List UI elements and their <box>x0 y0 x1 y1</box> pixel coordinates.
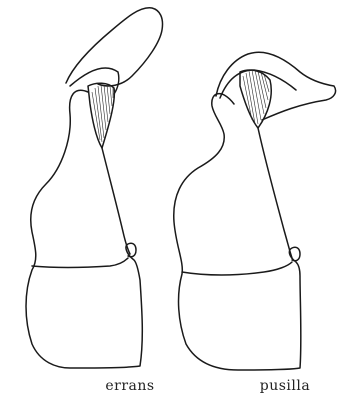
errans-upper-flap <box>66 8 163 86</box>
pusilla-right-edge <box>258 128 292 258</box>
specimen-pusilla <box>174 52 336 370</box>
errans-hatching <box>92 85 113 142</box>
errans-transverse-line <box>32 258 128 268</box>
pusilla-upper-flap <box>216 52 336 120</box>
pusilla-transverse-line <box>182 262 292 275</box>
errans-main-body <box>26 90 142 368</box>
label-pusilla: pusilla <box>245 378 325 394</box>
pusilla-main-body <box>174 94 301 370</box>
label-errans: errans <box>90 378 170 394</box>
errans-right-edge <box>102 148 130 254</box>
pusilla-hatched-sclerite <box>240 70 271 128</box>
specimen-errans <box>26 8 163 368</box>
